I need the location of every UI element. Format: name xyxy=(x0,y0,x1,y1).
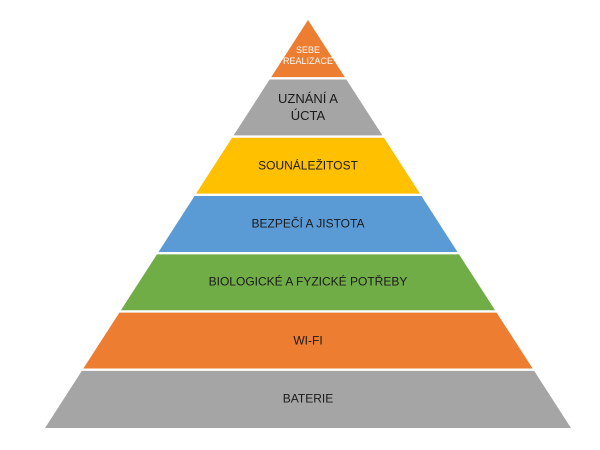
pyramid-layer-label: UZNÁNÍ A ÚCTA xyxy=(278,91,338,124)
pyramid-layer xyxy=(196,137,420,194)
pyramid-layer xyxy=(271,20,345,78)
pyramid-layer-label: SEBE REALIZACE xyxy=(283,45,334,67)
pyramid-layer xyxy=(120,254,496,311)
pyramid-layer xyxy=(83,312,533,369)
pyramid-layer-label: BEZPEČÍ A JISTOTA xyxy=(251,216,365,231)
pyramid-layer xyxy=(233,79,383,136)
pyramid-layer xyxy=(45,370,571,428)
pyramid-layer-label: BATERIE xyxy=(282,391,334,406)
pyramid-layer-label: SOUNÁLEŽITOST xyxy=(258,158,358,173)
pyramid-layer-label: WI-FI xyxy=(293,333,323,348)
pyramid-layer xyxy=(158,196,458,252)
pyramid-layer-label: BIOLOGICKÉ A FYZICKÉ POTŘEBY xyxy=(208,274,408,289)
